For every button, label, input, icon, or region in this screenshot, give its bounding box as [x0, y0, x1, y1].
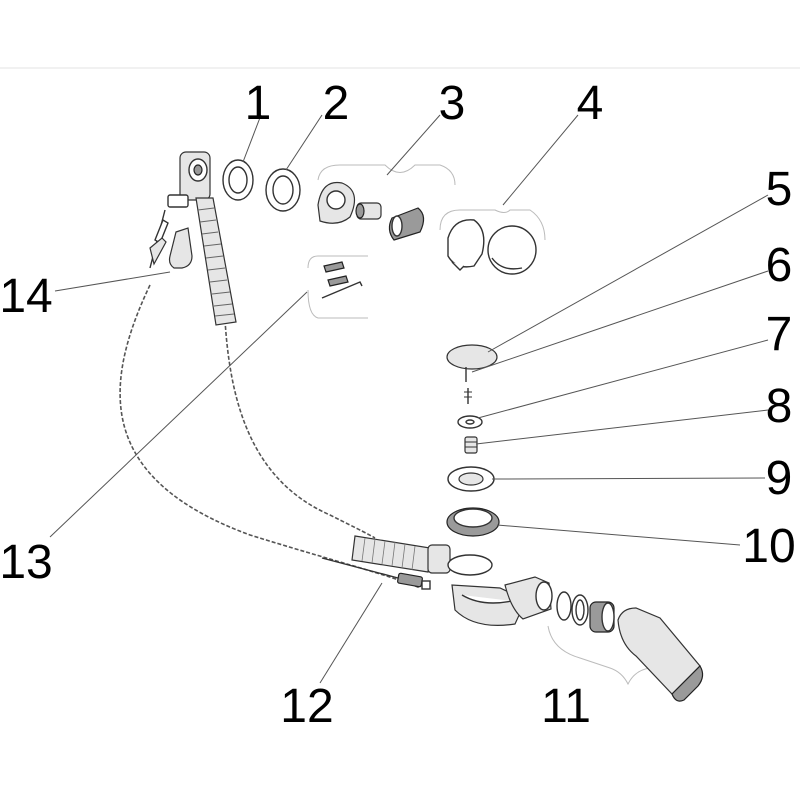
callout-label-8: 8: [766, 380, 793, 433]
part-1-gasket: [222, 159, 254, 201]
callout-label-14: 14: [0, 270, 53, 323]
part-14-connector: [149, 237, 167, 266]
callout-label-11: 11: [541, 680, 591, 733]
callout-label-10: 10: [742, 520, 795, 573]
part-13-clips: [321, 261, 363, 299]
part-11-bracket: [547, 625, 651, 686]
part-13-bracket: [307, 255, 368, 319]
part-4-bracket: [439, 209, 546, 241]
part-3-handle-body: [317, 181, 356, 224]
part-11-outlet-elbow: [617, 607, 704, 702]
callout-label-4: 4: [577, 77, 604, 130]
overflow-assembly: [149, 151, 237, 326]
leader-lines: [49, 114, 769, 684]
part-3-bracket: [317, 164, 456, 186]
part-4-cover-cap: [487, 225, 537, 275]
drain-body: [351, 535, 553, 626]
part-10-nut: [446, 507, 500, 537]
callout-label-6: 6: [766, 239, 793, 292]
part-6-screw: [464, 388, 472, 404]
part-5-plug: [446, 344, 498, 382]
callout-label-12: 12: [280, 680, 333, 733]
part-3-knob: [388, 207, 425, 241]
callout-label-3: 3: [439, 77, 466, 130]
callout-label-9: 9: [766, 452, 793, 505]
part-8-spring: [464, 436, 478, 454]
callout-label-7: 7: [766, 308, 793, 361]
part-7-washer: [457, 415, 483, 429]
part-9-grid: [447, 466, 495, 492]
callout-label-13: 13: [0, 536, 53, 589]
bowden-cable-inner: [224, 319, 376, 539]
part-4-cover-frame: [447, 219, 485, 271]
part-11-union-nut: [589, 601, 615, 633]
callout-label-2: 2: [323, 77, 350, 130]
callout-label-5: 5: [766, 163, 793, 216]
part-11-seal-rings: [556, 591, 589, 626]
callout-label-1: 1: [245, 77, 272, 130]
part-12-cable-end: [321, 557, 431, 590]
part-2-washer: [265, 168, 301, 212]
part-3-cam: [355, 202, 382, 220]
